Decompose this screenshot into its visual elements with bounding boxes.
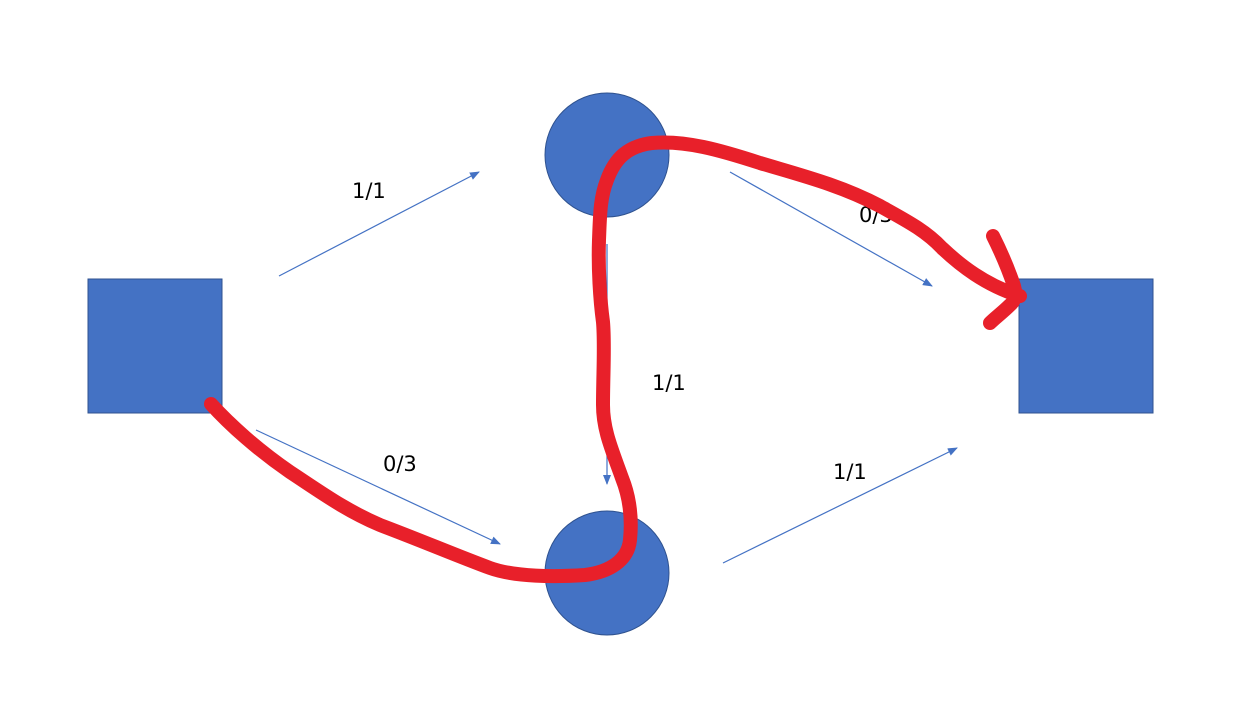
edge-label-source-bottom: 0/3 [383,452,417,476]
edge-label-top-bottom: 1/1 [652,371,686,395]
edge-source-bottom [255,429,501,545]
edge-bottom-sink [722,447,958,564]
highlight-path [204,135,1027,584]
edge-label-bottom-sink: 1/1 [833,460,867,484]
edge-label-source-top: 1/1 [352,179,386,203]
highlight-path-stroke [204,135,1027,584]
arrowhead-icon [983,229,1023,330]
nodes [87,92,1154,636]
edge-source-top [278,171,480,277]
edge-top-sink [729,171,933,287]
node-source-square [87,278,223,414]
edge-labels: 1/1 0/3 1/1 0/3 1/1 [352,179,893,484]
node-sink-square [1018,278,1154,414]
